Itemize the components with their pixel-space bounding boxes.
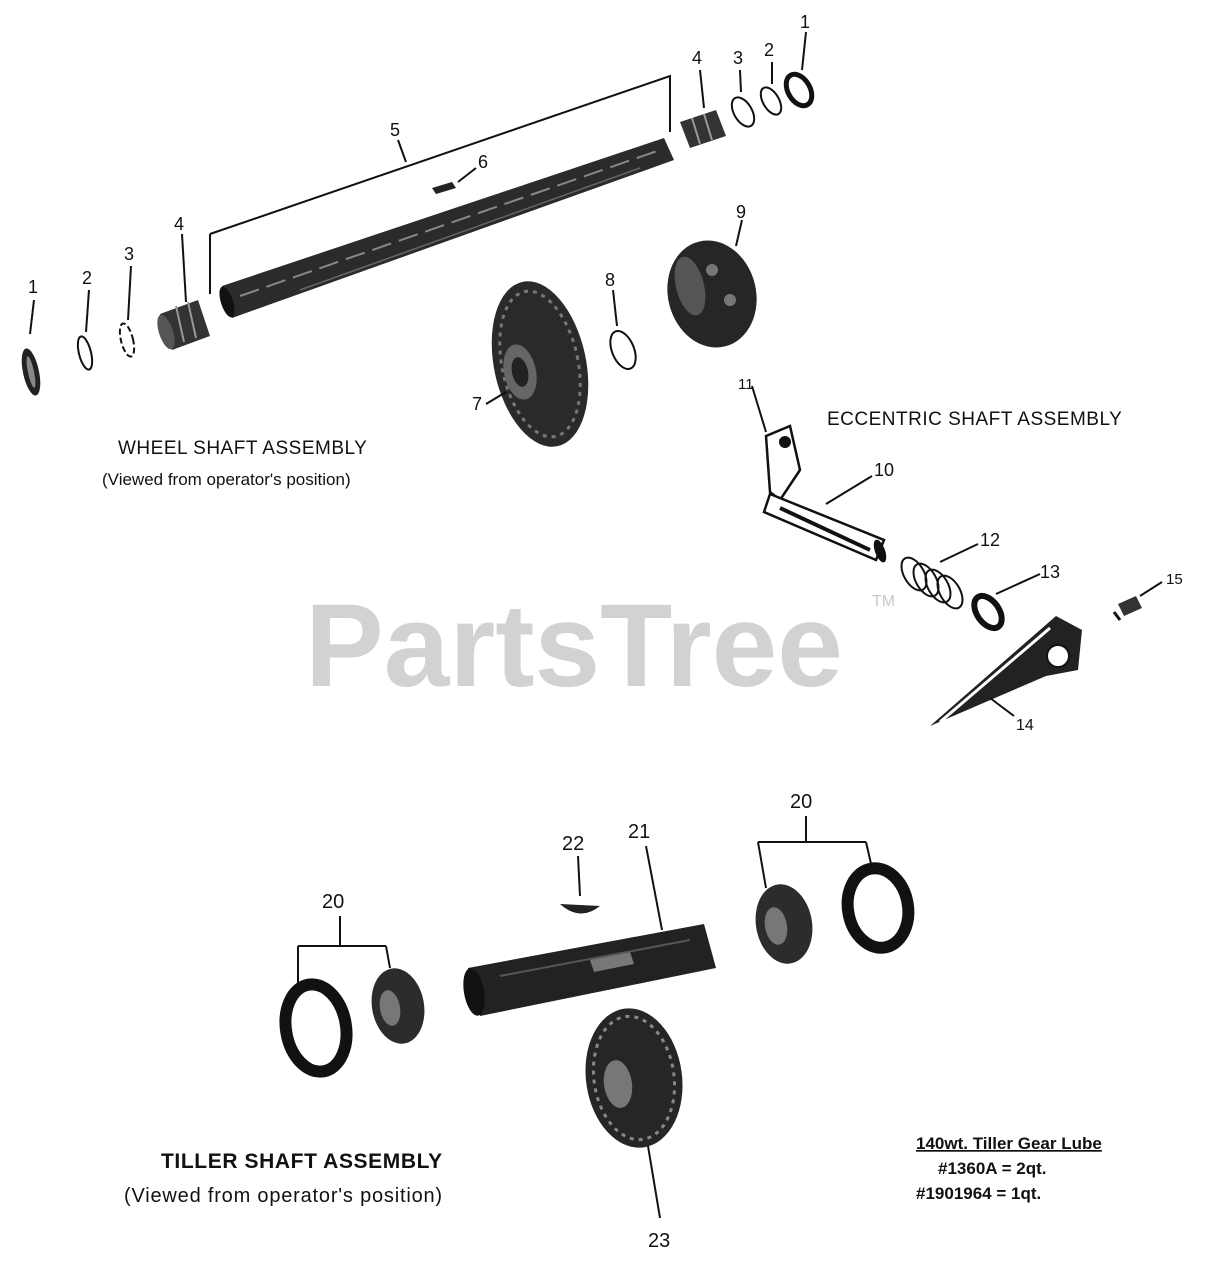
callout-w1-right: 1 — [800, 12, 810, 32]
bracket-t20-right — [757, 816, 873, 889]
part-6-key[interactable] — [432, 182, 456, 194]
part-10-eccentric-shaft[interactable] — [762, 492, 889, 564]
part-21-tiller-shaft[interactable] — [460, 924, 716, 1017]
leader-e12 — [939, 543, 979, 563]
callout-w3-right: 3 — [733, 48, 743, 68]
leader-w8 — [612, 289, 618, 327]
leader-w6 — [457, 167, 477, 183]
tiller-assembly-subtitle: (Viewed from operator's position) — [124, 1185, 443, 1207]
part-14-lever[interactable] — [930, 616, 1082, 726]
leader-t22 — [577, 855, 581, 897]
part-1-left-ring[interactable] — [18, 347, 44, 397]
part-9-hub[interactable] — [656, 231, 768, 357]
callout-w6: 6 — [478, 152, 488, 172]
callout-t20-right: 20 — [790, 791, 812, 813]
leader-e11 — [751, 385, 767, 433]
callout-t21: 21 — [628, 821, 650, 843]
lube-note-title: 140wt. Tiller Gear Lube — [916, 1134, 1102, 1153]
part-7-wheel-gear[interactable] — [478, 272, 603, 455]
leader-e13 — [995, 573, 1041, 595]
part-20-left-bearing-cup[interactable] — [279, 978, 353, 1078]
part-22-key[interactable] — [560, 904, 600, 914]
tiller-assembly-title: TILLER SHAFT ASSEMBLY — [161, 1150, 443, 1173]
leader-t21 — [645, 845, 663, 931]
callout-e12: 12 — [980, 530, 1000, 550]
leader-w5 — [397, 139, 407, 163]
watermark-trademark: TM — [872, 593, 895, 610]
part-3-right-washer[interactable] — [727, 94, 759, 131]
leader-e14 — [989, 697, 1015, 717]
part-20-right-bearing-cone[interactable] — [749, 880, 818, 969]
callout-e14: 14 — [1016, 717, 1034, 734]
part-3-left-washer[interactable] — [117, 322, 137, 358]
part-8-ring[interactable] — [605, 327, 640, 372]
callout-w2-right: 2 — [764, 40, 774, 60]
eccentric-assembly-title: ECCENTRIC SHAFT ASSEMBLY — [827, 409, 1122, 430]
callout-t23: 23 — [648, 1230, 670, 1252]
callout-w7: 7 — [472, 394, 482, 414]
leader-w3-left — [127, 265, 132, 321]
leader-w1-left — [29, 299, 35, 335]
eccentric-shaft-assembly: ECCENTRIC SHAFT ASSEMBLY 11 10 12 — [738, 376, 1183, 734]
part-20-right-bearing-cup[interactable] — [841, 862, 915, 954]
leader-w7 — [485, 391, 507, 405]
part-5-wheel-shaft[interactable] — [216, 138, 674, 319]
part-12-spring[interactable] — [896, 553, 967, 612]
wheel-assembly-subtitle: (Viewed from operator's position) — [102, 470, 351, 489]
callout-w8: 8 — [605, 270, 615, 290]
part-4-left-bearing[interactable] — [154, 300, 210, 351]
callout-w1-left: 1 — [28, 277, 38, 297]
callout-w5: 5 — [390, 120, 400, 140]
callout-w9: 9 — [736, 202, 746, 222]
part-23-tiller-gear[interactable] — [577, 1002, 692, 1154]
wheel-assembly-title: WHEEL SHAFT ASSEMBLY — [118, 438, 367, 459]
callout-w2-left: 2 — [82, 268, 92, 288]
leader-e10 — [825, 475, 873, 505]
callout-e13: 13 — [1040, 562, 1060, 582]
lube-note: 140wt. Tiller Gear Lube #1360A = 2qt. #1… — [916, 1134, 1102, 1203]
callout-e11: 11 — [738, 376, 754, 393]
callout-w4-right: 4 — [692, 48, 702, 68]
tiller-shaft-assembly: 20 21 22 23 — [124, 791, 915, 1252]
callout-t22: 22 — [562, 833, 584, 855]
watermark-text: PartsTree — [305, 580, 843, 712]
bracket-t20-left — [297, 916, 391, 990]
callout-w3-left: 3 — [124, 244, 134, 264]
leader-w4-right — [699, 69, 705, 109]
part-1-right-ring[interactable] — [781, 70, 817, 110]
leader-w4-left — [181, 233, 187, 303]
part-20-left-bearing-cone[interactable] — [366, 964, 430, 1048]
callout-w4-left: 4 — [174, 214, 184, 234]
wheel-shaft-assembly: 1 2 3 4 5 — [18, 12, 817, 489]
part-13-collar[interactable] — [969, 591, 1008, 633]
callout-t20-left: 20 — [322, 891, 344, 913]
lube-note-line1: #1360A = 2qt. — [938, 1159, 1047, 1178]
leader-w3-right — [739, 69, 742, 93]
part-15-bolt[interactable] — [1112, 596, 1142, 621]
callout-e15: 15 — [1166, 571, 1183, 588]
lube-note-line2: #1901964 = 1qt. — [916, 1184, 1041, 1203]
leader-w9 — [735, 219, 743, 247]
part-2-left-washer[interactable] — [75, 335, 95, 371]
leader-w2-left — [85, 289, 90, 333]
leader-t23 — [647, 1145, 661, 1219]
leader-w1-right — [801, 31, 807, 71]
part-2-right-washer[interactable] — [757, 84, 786, 118]
leader-e15 — [1139, 581, 1163, 597]
bracket-w5 — [209, 74, 671, 294]
part-4-right-bearing[interactable] — [680, 110, 726, 148]
callout-e10: 10 — [874, 460, 894, 480]
part-11-arm[interactable] — [764, 424, 802, 502]
